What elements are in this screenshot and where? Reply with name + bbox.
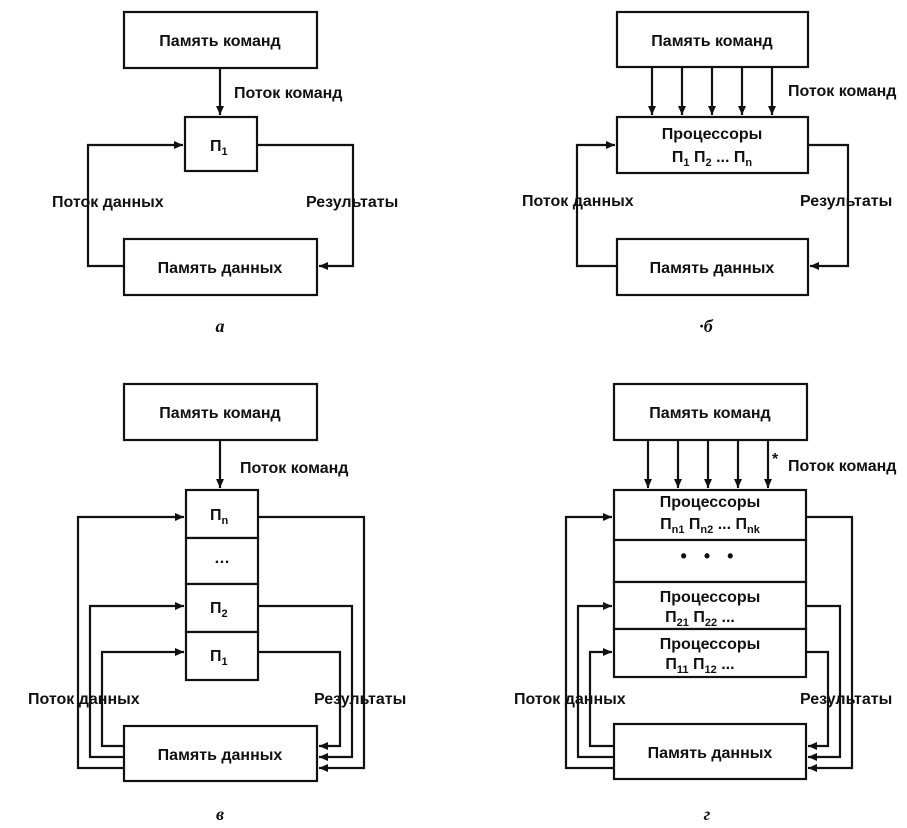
asterisk-mark: *: [772, 451, 779, 468]
instruction-flow-label: Поток команд: [788, 83, 896, 100]
results-arrow: [808, 143, 850, 270]
caption-a: а: [216, 316, 225, 336]
instruction-memory-box: [612, 382, 809, 442]
data-flow-arrow-2: [576, 602, 614, 759]
processor-n-box: [184, 488, 260, 540]
data-memory-box: [612, 722, 808, 781]
processors-1-box: [612, 627, 808, 679]
caption-g: г: [704, 804, 711, 824]
results-arrow-n: [258, 515, 366, 772]
data-flow-arrow: [86, 141, 183, 268]
processors-2-box: [612, 580, 808, 631]
data-flow-arrow-n: [76, 513, 184, 770]
ellipsis-dots: • • •: [681, 546, 740, 566]
data-flow-arrow-1: [588, 648, 614, 748]
results-arrow-2: [258, 604, 354, 761]
results-arrow-2: [806, 604, 842, 761]
data-flow-label: Поток данных: [28, 691, 140, 708]
instruction-memory-box: [615, 10, 810, 69]
panel-a: Память команд Поток команд П1 Память дан…: [52, 10, 398, 336]
data-memory-label: Память данных: [648, 745, 773, 762]
data-flow-arrow-2: [88, 602, 184, 759]
instruction-flow-label: Поток команд: [234, 85, 342, 102]
data-memory-label: Память данных: [158, 260, 283, 277]
processor-box: [183, 115, 259, 173]
results-label: Результаты: [314, 691, 406, 708]
instruction-flow-label: Поток команд: [788, 458, 896, 475]
instruction-memory-label: Память команд: [651, 33, 772, 50]
processor-n-label: Пn: [210, 507, 229, 527]
data-memory-label: Память данных: [158, 747, 283, 764]
processors-gap-box: [612, 538, 808, 584]
caption-v: в: [216, 804, 224, 824]
instruction-memory-label: Память команд: [159, 33, 280, 50]
processors-1-list: П11 П12 ...: [665, 656, 734, 676]
panel-b: Память команд Поток команд Процессоры П1…: [522, 10, 896, 336]
results-label: Результаты: [800, 691, 892, 708]
data-memory-box: [122, 724, 319, 783]
processors-2-title: Процессоры: [660, 589, 761, 606]
processor-1-box: [184, 630, 260, 682]
caption-b: ·б: [699, 316, 714, 336]
panel-g: Память команд * Поток команд Процессоры …: [514, 382, 896, 824]
results-label: Результаты: [306, 194, 398, 211]
processor-2-label: П2: [210, 600, 228, 620]
results-arrow: [257, 143, 355, 270]
data-flow-label: Поток данных: [52, 194, 164, 211]
data-flow-arrow-nk: [564, 513, 614, 770]
processor-label: П1: [210, 138, 228, 158]
results-arrow-nk: [806, 515, 854, 772]
processors-1-title: Процессоры: [660, 636, 761, 653]
results-arrow-1: [258, 650, 342, 750]
panel-v: Память команд Поток команд Пn … П2 П1 Па…: [28, 382, 406, 824]
data-memory-box: [615, 237, 810, 297]
data-flow-arrow: [575, 141, 617, 268]
results-label: Результаты: [800, 193, 892, 210]
processors-label: Процессоры: [662, 126, 763, 143]
results-arrow-1: [806, 650, 830, 750]
processor-1-label: П1: [210, 648, 228, 668]
data-flow-arrow-1: [100, 648, 184, 748]
processor-2-box: [184, 582, 260, 634]
data-memory-label: Память данных: [650, 260, 775, 277]
processors-nk-box: [612, 488, 808, 542]
processors-nk-title: Процессоры: [660, 494, 761, 511]
processors-box: [615, 115, 810, 175]
instruction-flow-label: Поток команд: [240, 460, 348, 477]
data-flow-label: Поток данных: [522, 193, 634, 210]
processors-list: П1 П2 ... Пn: [672, 149, 752, 169]
data-flow-label: Поток данных: [514, 691, 626, 708]
instruction-memory-label: Память команд: [159, 405, 280, 422]
instruction-memory-box: [122, 10, 319, 70]
processor-ellipsis: …: [214, 550, 230, 567]
processors-2-list: П21 П22 ...: [665, 609, 735, 629]
instruction-memory-label: Память команд: [649, 405, 770, 422]
processors-nk-list: Пn1 Пn2 ... Пnk: [660, 516, 761, 536]
